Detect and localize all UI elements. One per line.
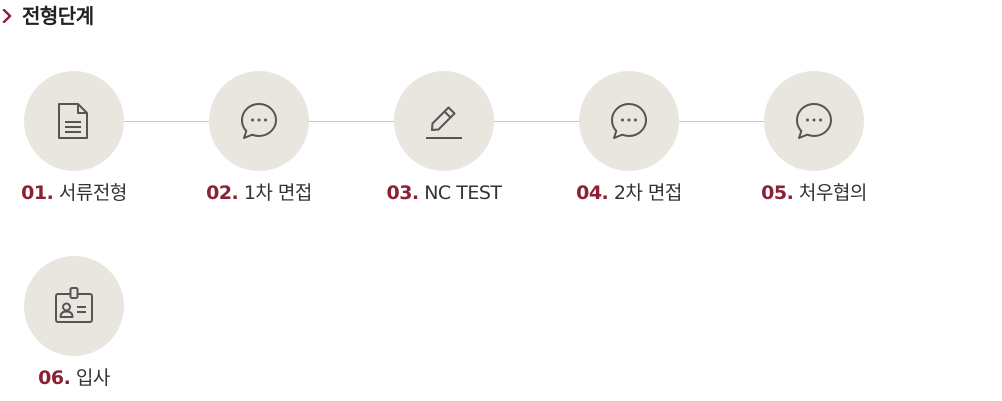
step-name: 입사 [75,367,110,389]
step-label-5: 05. 처우협의 [714,181,914,205]
step-number: 04. [576,182,609,204]
step-circle-6 [24,256,124,356]
step-label-4: 04. 2차 면접 [529,181,729,205]
step-connector [309,121,394,122]
step-number: 02. [206,182,239,204]
document-icon [58,103,88,139]
step-connector [679,121,764,122]
step-number: 05. [761,182,794,204]
step-label-1: 01. 서류전형 [0,181,174,205]
step-name: NC TEST [424,182,502,204]
chat-bubble-icon [796,103,832,139]
step-name: 1차 면접 [243,182,313,204]
step-circle-3 [394,71,494,171]
step-connector [124,121,209,122]
step-label-3: 03. NC TEST [344,181,544,205]
step-circle-1 [24,71,124,171]
step-number: 03. [386,182,419,204]
chat-bubble-icon [241,103,277,139]
step-circle-4 [579,71,679,171]
id-badge-icon [55,287,93,323]
step-circle-5 [764,71,864,171]
step-label-2: 02. 1차 면접 [159,181,359,205]
step-name: 처우협의 [798,182,867,204]
step-connector [494,121,579,122]
step-label-6: 06. 입사 [0,366,174,390]
pencil-edit-icon [426,106,462,139]
chat-bubble-icon [611,103,647,139]
chevron-right-icon [2,9,12,23]
step-name: 서류전형 [58,182,127,204]
step-number: 01. [21,182,54,204]
step-circle-2 [209,71,309,171]
section-title: 전형단계 [22,4,94,28]
step-number: 06. [38,367,71,389]
step-name: 2차 면접 [613,182,683,204]
